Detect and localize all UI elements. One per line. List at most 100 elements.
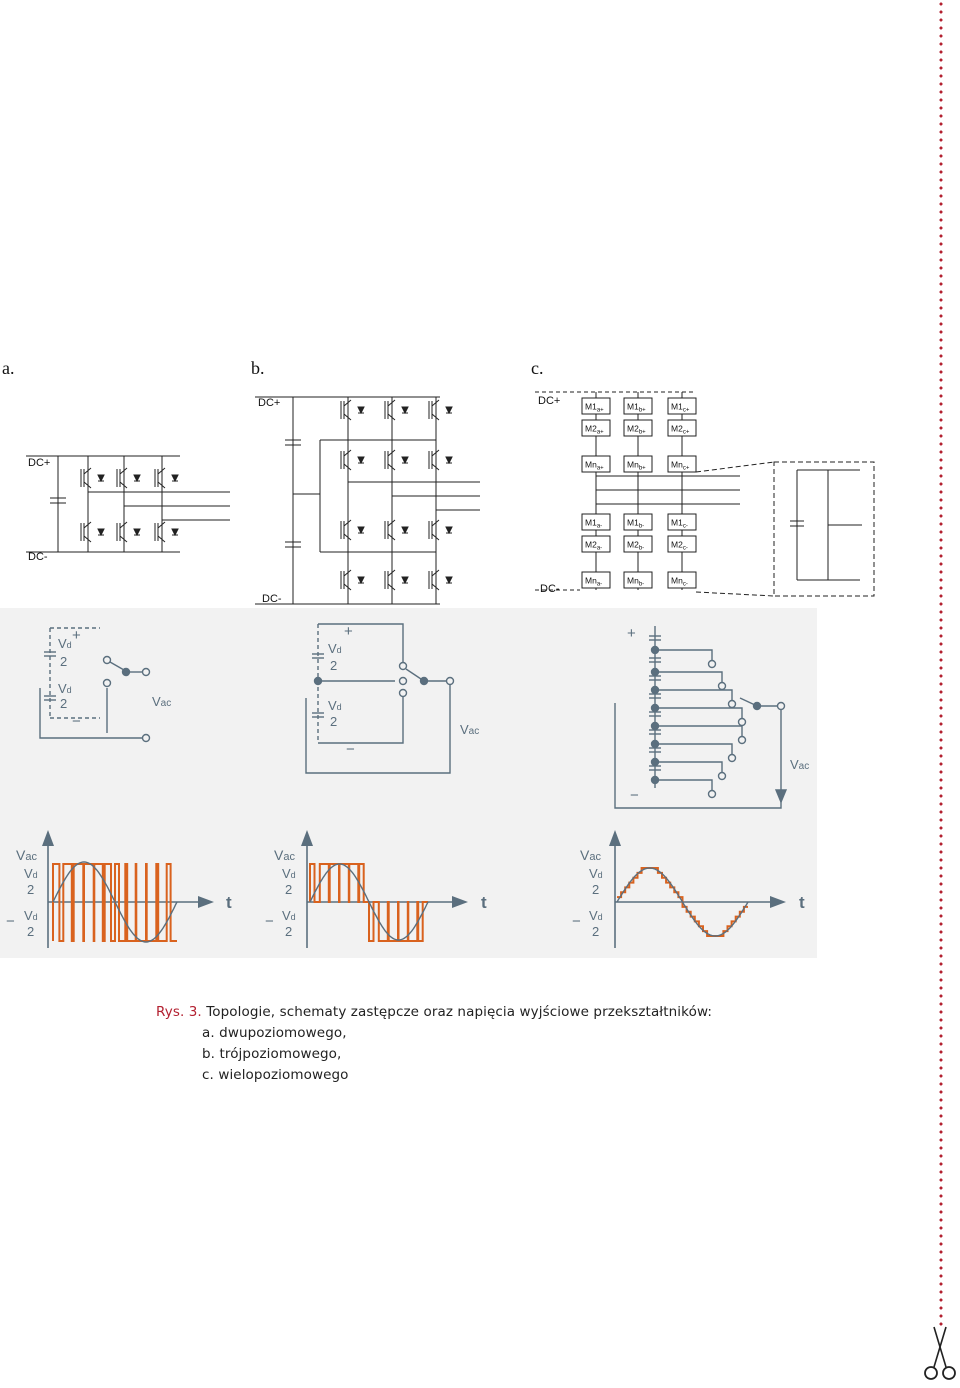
c-bottom-module-box bbox=[581, 571, 611, 589]
a-sine-reference bbox=[52, 861, 178, 943]
igbt-collector bbox=[387, 399, 396, 407]
c-bottom-module-sub: a- bbox=[597, 582, 602, 588]
c-top-module-sub: a+ bbox=[597, 430, 604, 436]
diode-icon bbox=[97, 528, 105, 537]
b-eq-vd-lower: V bbox=[328, 698, 337, 713]
b-dc-plus-label: DC+ bbox=[258, 397, 280, 409]
three-level-topology: DC+ DC- bbox=[255, 396, 480, 605]
multilevel-waveform: t Vac Vd 2 − Vd 2 bbox=[572, 830, 805, 948]
c-eq-contact bbox=[707, 659, 717, 669]
diode-icon bbox=[133, 528, 141, 537]
igbt-collector bbox=[431, 449, 440, 457]
a-eq-vd-upper-sub: d bbox=[67, 640, 72, 650]
diode-icon bbox=[445, 406, 453, 415]
igbt-collector bbox=[119, 521, 128, 529]
figure-caption: Rys. 3. Topologie, schematy zastępcze or… bbox=[156, 1002, 712, 1086]
a-eq-vac-sub: ac bbox=[161, 698, 172, 709]
igbt-emitter bbox=[343, 533, 352, 541]
diode-icon bbox=[445, 456, 453, 465]
c-eq-contact bbox=[727, 699, 737, 709]
panel-letter-c: c. bbox=[531, 358, 544, 378]
c-top-module-sub: c+ bbox=[683, 408, 690, 414]
b-wf-two-pos: 2 bbox=[285, 882, 292, 897]
b-eq-minus: − bbox=[346, 741, 355, 758]
a-sine-path bbox=[52, 861, 178, 943]
c-top-module-sub: b+ bbox=[639, 430, 646, 436]
c-eq-tap bbox=[655, 649, 713, 662]
c-top-module-sub: c+ bbox=[683, 466, 690, 472]
svg-text:Vd: Vd bbox=[58, 681, 72, 696]
svg-text:Vac: Vac bbox=[580, 847, 601, 863]
igbt-emitter bbox=[343, 463, 352, 471]
panel-letter-a: a. bbox=[2, 358, 15, 378]
c-wf-two-pos: 2 bbox=[592, 882, 599, 897]
igbt-emitter bbox=[387, 583, 396, 591]
equivalent-and-waveforms: Vd 2 Vd 2 + − Vac Vd 2 Vd 2 + − Vac + bbox=[6, 623, 809, 948]
diode-icon bbox=[401, 526, 409, 535]
c-top-module-box bbox=[623, 397, 653, 415]
igbt-icon bbox=[384, 569, 409, 591]
igbt-collector bbox=[431, 399, 440, 407]
c-top-module-sub: b+ bbox=[639, 466, 646, 472]
igbt-icon bbox=[340, 519, 365, 541]
igbt-collector bbox=[431, 519, 440, 527]
c-bottom-module-box bbox=[667, 513, 697, 531]
svg-text:Vd: Vd bbox=[328, 641, 342, 656]
c-bottom-module-box bbox=[581, 513, 611, 531]
a-eq-vd-lower: V bbox=[58, 681, 67, 696]
c-wf-vd-pos-sub: d bbox=[598, 870, 603, 880]
c-top-module-sub: a+ bbox=[597, 408, 604, 414]
c-bottom-module-sub: c- bbox=[683, 546, 688, 552]
a-eq-two-lower: 2 bbox=[60, 696, 67, 711]
c-eq-vac: V bbox=[790, 757, 799, 772]
igbt-collector bbox=[119, 467, 128, 475]
diode-icon bbox=[445, 526, 453, 535]
svg-text:Vac: Vac bbox=[152, 694, 171, 709]
svg-text:Vd: Vd bbox=[589, 866, 603, 881]
svg-text:Vd: Vd bbox=[282, 908, 296, 923]
svg-text:Vac: Vac bbox=[790, 757, 809, 772]
igbt-icon bbox=[340, 449, 365, 471]
c-bottom-module-sub: b- bbox=[639, 582, 644, 588]
b-wf-minus: − bbox=[265, 913, 274, 930]
c-bottom-module-sub: c- bbox=[683, 524, 688, 530]
igbt-collector bbox=[431, 569, 440, 577]
two-level-waveform: t Vac Vd 2 − Vd 2 bbox=[6, 830, 232, 948]
diode-icon bbox=[357, 456, 365, 465]
three-level-equivalent: Vd 2 Vd 2 + − Vac bbox=[305, 623, 479, 774]
a-eq-minus: − bbox=[72, 713, 81, 730]
c-wf-vac: V bbox=[580, 847, 590, 863]
c-wf-vd-neg: V bbox=[589, 908, 598, 923]
b-eq-two-lower: 2 bbox=[330, 714, 337, 729]
svg-text:Vac: Vac bbox=[16, 847, 37, 863]
c-wf-vac-sub: ac bbox=[589, 851, 601, 863]
topology-schematics: DC+ DC- DC+ DC- DC+ DC- M1a+M1b+M1c+M2a+… bbox=[26, 391, 875, 605]
svg-text:Vac: Vac bbox=[460, 722, 479, 737]
c-top-module-box bbox=[667, 455, 697, 473]
igbt-icon bbox=[428, 449, 453, 471]
igbt-collector bbox=[343, 519, 352, 527]
c-eq-tap bbox=[655, 671, 723, 684]
diode-icon bbox=[171, 528, 179, 537]
c-bottom-module-sub: c- bbox=[683, 582, 688, 588]
igbt-icon bbox=[340, 399, 365, 421]
igbt-emitter bbox=[343, 583, 352, 591]
c-eq-contact bbox=[717, 771, 727, 781]
b-sine-path bbox=[309, 863, 429, 941]
svg-text:Vd: Vd bbox=[282, 866, 296, 881]
b-wf-vd-neg-sub: d bbox=[291, 912, 296, 922]
c-bottom-module-box bbox=[623, 513, 653, 531]
c-eq-switch bbox=[739, 697, 756, 706]
igbt-collector bbox=[343, 569, 352, 577]
a-wf-minus: − bbox=[6, 913, 15, 930]
igbt-collector bbox=[343, 449, 352, 457]
c-top-module-box bbox=[581, 419, 611, 437]
c-eq-plus: + bbox=[627, 625, 636, 642]
b-dc-minus-label: DC- bbox=[262, 593, 282, 605]
b-sine-reference bbox=[309, 863, 429, 941]
a-eq-vac: V bbox=[152, 694, 161, 709]
a-pwm-path bbox=[52, 863, 177, 942]
c-bottom-module-sub: a- bbox=[597, 546, 602, 552]
multilevel-equivalent: + − Vac bbox=[614, 625, 809, 809]
c-wf-vd-neg-sub: d bbox=[598, 912, 603, 922]
